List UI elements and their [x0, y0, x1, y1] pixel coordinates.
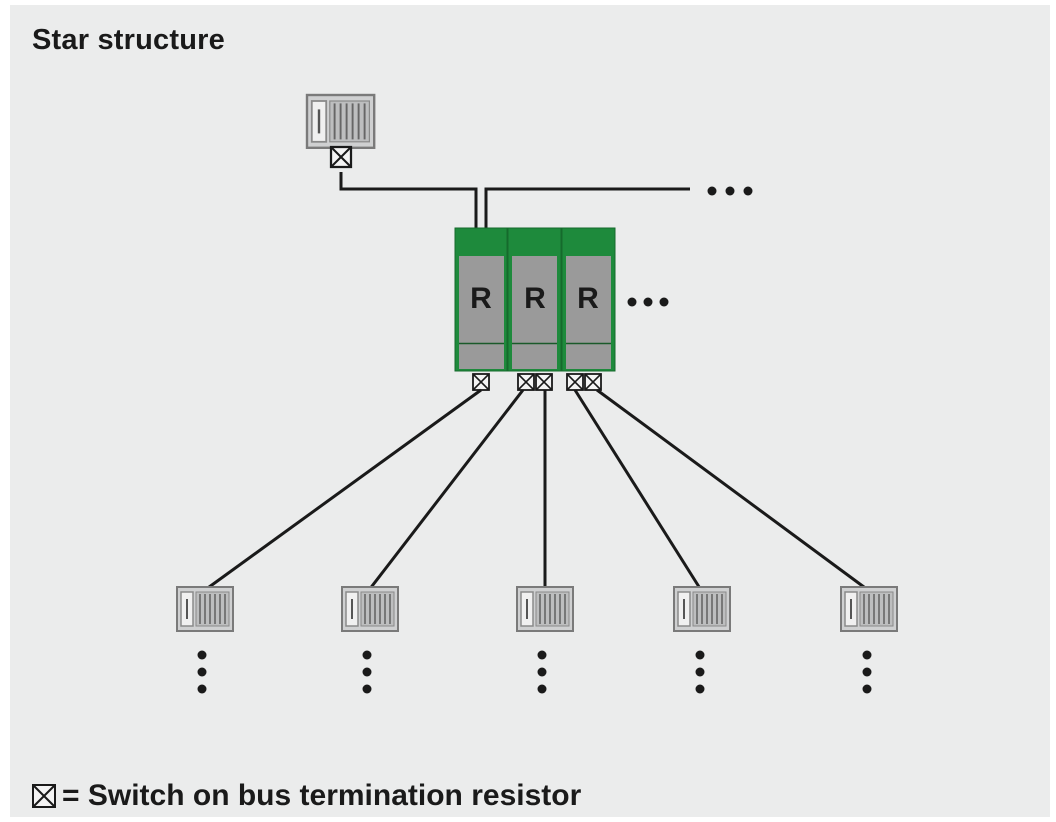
legend-text: = Switch on bus termination resistor: [62, 779, 582, 812]
slave-device-icon: [840, 586, 898, 632]
branch-continuation-dots: [197, 650, 872, 694]
repeater-3: [561, 227, 616, 372]
repeater-1-label: R: [470, 282, 492, 315]
termination-switch-icon: [32, 784, 56, 808]
master-termination-switch-icon: [329, 145, 353, 169]
bus-continuation-dots: [707, 186, 753, 196]
repeater-2: [507, 227, 562, 372]
slave-device-icon: [176, 586, 234, 632]
repeater-3-label: R: [577, 282, 599, 315]
legend: = Switch on bus termination resistor: [30, 776, 581, 816]
diagram-panel: [10, 5, 1050, 817]
repeater-continuation-dots: [627, 297, 669, 307]
diagram-title: Star structure: [32, 24, 225, 56]
master-device-icon: [305, 93, 376, 150]
slave-device-icon: [673, 586, 731, 632]
star-spoke-lines: [204, 388, 869, 592]
bus-trunk-line: [339, 172, 690, 228]
repeater-1: [454, 227, 508, 372]
slave-device-icon: [341, 586, 399, 632]
repeater-2-label: R: [524, 282, 546, 315]
repeater-termination-switches: [472, 373, 602, 391]
slave-device-icon: [516, 586, 574, 632]
